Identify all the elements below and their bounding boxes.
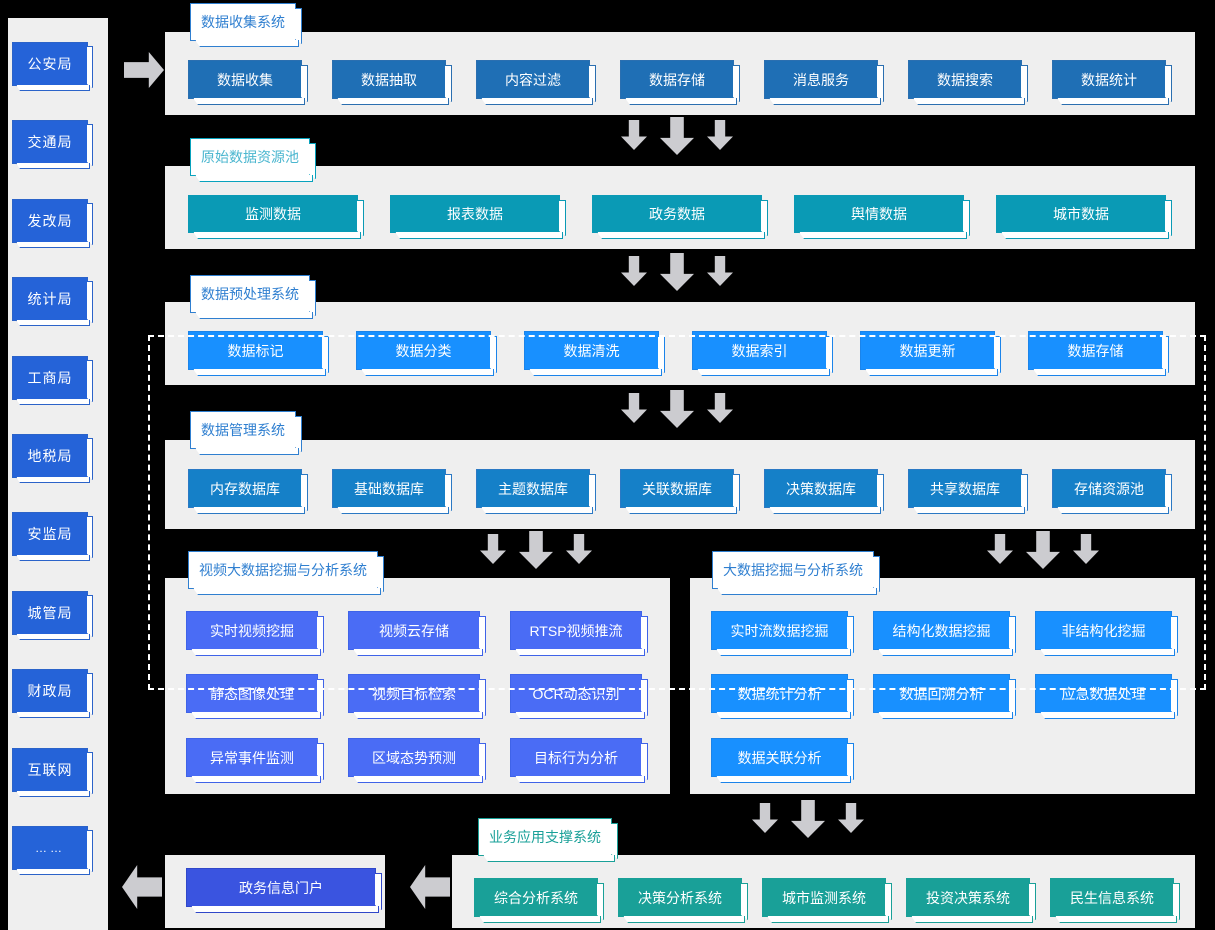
arrow-down-c3-a-icon bbox=[621, 393, 647, 423]
node-collection-3[interactable]: 数据存储 bbox=[620, 60, 734, 99]
node-rawpool-1[interactable]: 报表数据 bbox=[390, 195, 560, 233]
node-collection-1[interactable]: 数据抽取 bbox=[332, 60, 446, 99]
sidebar-item-caizheng[interactable]: 财政局 bbox=[12, 669, 88, 713]
node-management-4[interactable]: 决策数据库 bbox=[764, 469, 878, 508]
node-video-7[interactable]: 区域态势预测 bbox=[348, 738, 480, 777]
node-business-0[interactable]: 综合分析系统 bbox=[474, 878, 598, 917]
node-bigdata-0[interactable]: 实时流数据挖掘 bbox=[711, 611, 848, 650]
arrow-down-c3-b-icon bbox=[660, 390, 694, 428]
panel-preprocess bbox=[165, 302, 1195, 385]
arrow-down-c1-b-icon bbox=[660, 117, 694, 155]
node-collection-5[interactable]: 数据搜索 bbox=[908, 60, 1022, 99]
arrow-right-intake-icon bbox=[124, 52, 164, 88]
arrow-down-c2-a-icon bbox=[621, 256, 647, 286]
node-management-2[interactable]: 主题数据库 bbox=[476, 469, 590, 508]
arrow-down-c4l-c-icon bbox=[566, 534, 592, 564]
panel-title-raw-pool: 原始数据资源池 bbox=[190, 138, 310, 176]
arrow-left-to-sidebar-icon bbox=[122, 865, 162, 909]
node-preprocess-3[interactable]: 数据索引 bbox=[692, 331, 827, 370]
node-rawpool-4[interactable]: 城市数据 bbox=[996, 195, 1166, 233]
node-video-6[interactable]: 异常事件监测 bbox=[186, 738, 318, 777]
sidebar-item-gongshang[interactable]: 工商局 bbox=[12, 356, 88, 400]
panel-title-management: 数据管理系统 bbox=[190, 411, 296, 449]
node-video-0[interactable]: 实时视频挖掘 bbox=[186, 611, 318, 650]
arrow-down-c4r-c-icon bbox=[1073, 534, 1099, 564]
node-rawpool-2[interactable]: 政务数据 bbox=[592, 195, 762, 233]
node-rawpool-3[interactable]: 舆情数据 bbox=[794, 195, 964, 233]
node-management-0[interactable]: 内存数据库 bbox=[188, 469, 302, 508]
arrow-left-to-portal-icon bbox=[410, 865, 450, 909]
sidebar-item-gongan[interactable]: 公安局 bbox=[12, 42, 88, 86]
node-collection-0[interactable]: 数据收集 bbox=[188, 60, 302, 99]
node-management-6[interactable]: 存储资源池 bbox=[1052, 469, 1166, 508]
panel-title-bigdata-mining: 大数据挖掘与分析系统 bbox=[712, 551, 874, 589]
node-management-5[interactable]: 共享数据库 bbox=[908, 469, 1022, 508]
node-collection-6[interactable]: 数据统计 bbox=[1052, 60, 1166, 99]
arrow-down-c4l-b-icon bbox=[519, 531, 553, 569]
node-preprocess-1[interactable]: 数据分类 bbox=[356, 331, 491, 370]
node-bigdata-5[interactable]: 应急数据处理 bbox=[1035, 674, 1172, 713]
arrow-down-c5-b-icon bbox=[791, 800, 825, 838]
arrow-down-c5-a-icon bbox=[752, 803, 778, 833]
node-business-2[interactable]: 城市监测系统 bbox=[762, 878, 886, 917]
node-portal-0[interactable]: 政务信息门户 bbox=[186, 868, 376, 907]
panel-title-collection: 数据收集系统 bbox=[190, 3, 296, 41]
arrow-down-c4r-a-icon bbox=[987, 534, 1013, 564]
node-video-3[interactable]: 静态图像处理 bbox=[186, 674, 318, 713]
arrow-down-c2-b-icon bbox=[660, 253, 694, 291]
node-bigdata-4[interactable]: 数据回溯分析 bbox=[873, 674, 1010, 713]
node-management-3[interactable]: 关联数据库 bbox=[620, 469, 734, 508]
sidebar-item-tongji[interactable]: 统计局 bbox=[12, 277, 88, 321]
arrow-down-c5-c-icon bbox=[838, 803, 864, 833]
node-video-4[interactable]: 视频目标检索 bbox=[348, 674, 480, 713]
node-collection-4[interactable]: 消息服务 bbox=[764, 60, 878, 99]
node-preprocess-5[interactable]: 数据存储 bbox=[1028, 331, 1163, 370]
sidebar-item-anjian[interactable]: 安监局 bbox=[12, 512, 88, 556]
panel-title-preprocess: 数据预处理系统 bbox=[190, 275, 310, 313]
arrow-down-c1-a-icon bbox=[621, 120, 647, 150]
node-bigdata-1[interactable]: 结构化数据挖掘 bbox=[873, 611, 1010, 650]
node-collection-2[interactable]: 内容过滤 bbox=[476, 60, 590, 99]
node-bigdata-3[interactable]: 数据统计分析 bbox=[711, 674, 848, 713]
node-preprocess-2[interactable]: 数据清洗 bbox=[524, 331, 659, 370]
node-bigdata-2[interactable]: 非结构化挖掘 bbox=[1035, 611, 1172, 650]
node-business-1[interactable]: 决策分析系统 bbox=[618, 878, 742, 917]
arrow-down-c3-c-icon bbox=[707, 393, 733, 423]
node-video-2[interactable]: RTSP视频推流 bbox=[510, 611, 642, 650]
sidebar-item-more[interactable]: …… bbox=[12, 826, 88, 870]
node-video-5[interactable]: OCR动态识别 bbox=[510, 674, 642, 713]
panel-title-video-mining: 视频大数据挖掘与分析系统 bbox=[188, 551, 378, 589]
arrow-down-c4r-b-icon bbox=[1026, 531, 1060, 569]
node-preprocess-0[interactable]: 数据标记 bbox=[188, 331, 323, 370]
sidebar-item-dishui[interactable]: 地税局 bbox=[12, 434, 88, 478]
node-preprocess-4[interactable]: 数据更新 bbox=[860, 331, 995, 370]
node-bigdata-6[interactable]: 数据关联分析 bbox=[711, 738, 848, 777]
panel-title-business-app: 业务应用支撑系统 bbox=[478, 818, 612, 856]
node-management-1[interactable]: 基础数据库 bbox=[332, 469, 446, 508]
node-business-4[interactable]: 民生信息系统 bbox=[1050, 878, 1174, 917]
sidebar-item-fagai[interactable]: 发改局 bbox=[12, 199, 88, 243]
node-business-3[interactable]: 投资决策系统 bbox=[906, 878, 1030, 917]
arrow-down-c2-c-icon bbox=[707, 256, 733, 286]
sidebar-item-chengguan[interactable]: 城管局 bbox=[12, 591, 88, 635]
sidebar-item-hulianwang[interactable]: 互联网 bbox=[12, 748, 88, 792]
arrow-down-c1-c-icon bbox=[707, 120, 733, 150]
arrow-down-c4l-a-icon bbox=[480, 534, 506, 564]
node-video-1[interactable]: 视频云存储 bbox=[348, 611, 480, 650]
sidebar-item-jiaotong[interactable]: 交通局 bbox=[12, 120, 88, 164]
node-video-8[interactable]: 目标行为分析 bbox=[510, 738, 642, 777]
node-rawpool-0[interactable]: 监测数据 bbox=[188, 195, 358, 233]
